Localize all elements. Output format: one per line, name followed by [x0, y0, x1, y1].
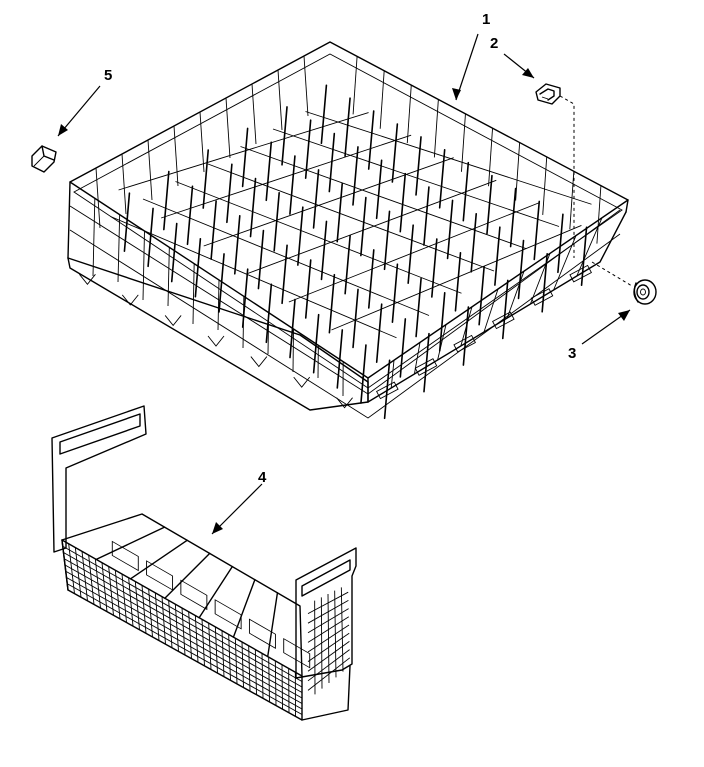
- silverware-basket: [52, 406, 356, 720]
- basket-body-front: [62, 540, 302, 720]
- callout-5: 5: [104, 67, 112, 84]
- lower-rack: [68, 42, 628, 418]
- rack-bumper: [32, 146, 56, 172]
- rack-clip: [536, 84, 574, 258]
- rack-wheel: [592, 262, 656, 304]
- callout-3: 3: [568, 345, 576, 362]
- callout-4: 4: [258, 469, 267, 486]
- wheel-install-line: [592, 262, 632, 286]
- callout-1: 1: [482, 11, 490, 28]
- callout-2: 2: [490, 35, 498, 52]
